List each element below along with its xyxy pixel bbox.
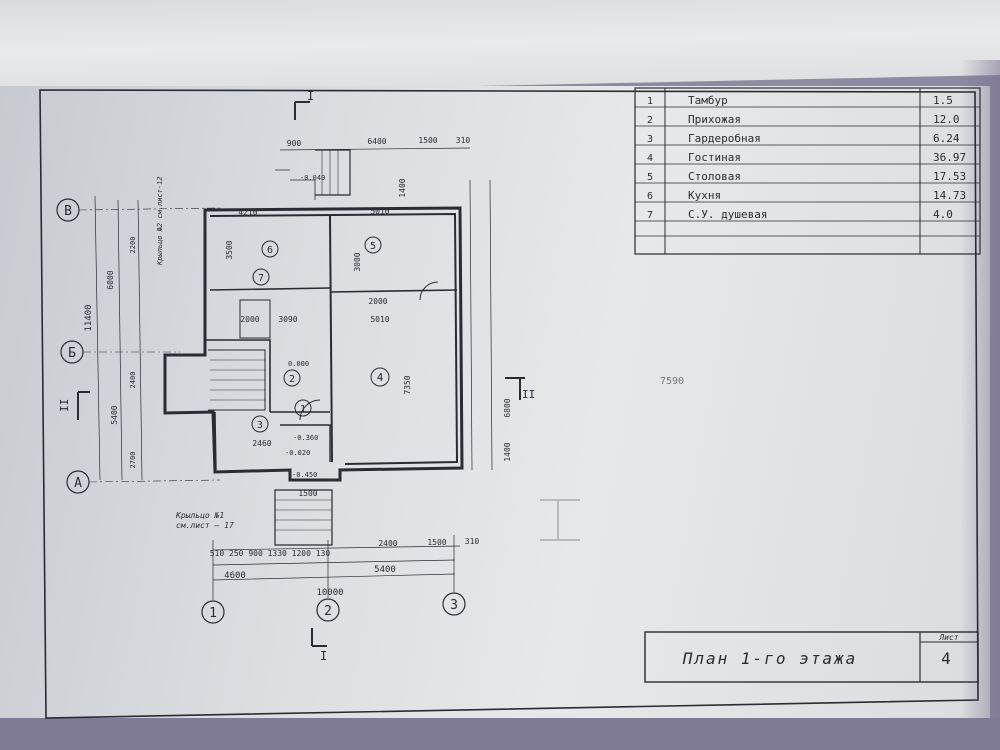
dim-inner-k: 2000 bbox=[240, 315, 259, 324]
dim-h-lower: 5400 bbox=[110, 405, 119, 424]
room-name: Гардеробная bbox=[688, 132, 761, 145]
rooms-table-border bbox=[634, 87, 981, 255]
level-b: 0.000 bbox=[288, 360, 309, 368]
room-name: Кухня bbox=[688, 189, 721, 202]
axis-letter-b: Б bbox=[68, 346, 76, 361]
room-area: 6.24 bbox=[933, 132, 960, 145]
sheet-label: Лист bbox=[938, 633, 958, 642]
room-name: Тамбур bbox=[688, 94, 728, 107]
title-block-border bbox=[644, 631, 979, 683]
dim-inner-a: 4210 bbox=[238, 208, 257, 217]
room-num: 7 bbox=[647, 210, 653, 221]
room-num: 2 bbox=[647, 115, 653, 126]
dim-total-width: 10000 bbox=[316, 588, 343, 598]
level-c: -0.020 bbox=[285, 449, 310, 457]
room-name: Гостиная bbox=[688, 151, 741, 164]
pencil-note: 7590 bbox=[660, 376, 684, 387]
dim-inner-e: 3000 bbox=[353, 252, 362, 271]
drawing-frame bbox=[39, 89, 979, 719]
axis-numbers: 1 2 3 bbox=[201, 592, 466, 624]
dim-width-right: 5400 bbox=[374, 565, 396, 575]
dim-inner-d: 3500 bbox=[225, 240, 234, 259]
dim-top-a: 900 bbox=[287, 139, 302, 148]
axis-letter-a: А bbox=[74, 476, 82, 491]
dim-inner-h: 2460 bbox=[252, 439, 271, 448]
dim-inner-i: 1500 bbox=[298, 489, 317, 498]
rooms-table: 1 Тамбур 1.5 2 Прихожая 12.0 3 Гардеробн… bbox=[634, 87, 981, 255]
room-label-4: 4 bbox=[377, 371, 384, 384]
dim-inner-l: 6800 bbox=[503, 398, 512, 417]
dim-inner-n: 1400 bbox=[398, 178, 407, 197]
dim-left-a: 2200 bbox=[129, 237, 137, 254]
room-area: 14.73 bbox=[933, 189, 966, 202]
axis-letters: В Б А bbox=[56, 198, 221, 494]
dim-inner-g: 2000 bbox=[368, 297, 387, 306]
title-block: План 1-го этажа Лист 4 bbox=[644, 631, 979, 683]
dim-top-b: 6400 bbox=[367, 137, 386, 146]
porch-ref: см.лист – 17 bbox=[176, 521, 234, 530]
room-area: 4.0 bbox=[933, 208, 953, 221]
room-label-5: 5 bbox=[370, 241, 376, 252]
room-label-7: 7 bbox=[258, 273, 264, 284]
pencil-mark bbox=[540, 499, 580, 541]
room-num: 3 bbox=[647, 134, 653, 145]
section-mark-top: I bbox=[307, 89, 314, 103]
room-num: 6 bbox=[647, 191, 653, 202]
dim-bottom-a: 2400 bbox=[378, 539, 397, 548]
axis-number-1: 1 bbox=[209, 606, 217, 621]
dim-width-left: 4600 bbox=[224, 571, 246, 581]
porch2-ref: Крыльцо №2 см.лист-12 bbox=[156, 176, 164, 266]
room-area: 36.97 bbox=[933, 151, 966, 164]
dimension-lines bbox=[94, 147, 493, 600]
section-mark-bottom: I bbox=[320, 649, 327, 663]
desk-surface bbox=[0, 718, 1000, 750]
room-label-3: 3 bbox=[257, 420, 263, 431]
room-name: С.У. душевая bbox=[688, 208, 767, 221]
porch-note: Крыльцо №1 bbox=[175, 511, 224, 520]
sheet-number: 4 bbox=[941, 649, 951, 668]
dim-inner-c: 5010 bbox=[370, 315, 389, 324]
dim-total-height: 11400 bbox=[84, 304, 94, 331]
room-name: Прихожая bbox=[688, 113, 741, 126]
dim-left-b: 2400 bbox=[129, 372, 137, 389]
room-area: 12.0 bbox=[933, 113, 960, 126]
dim-left-c: 2700 bbox=[129, 452, 137, 469]
notes: Крыльцо №1 см.лист – 17 Крыльцо №2 см.ли… bbox=[156, 176, 684, 541]
room-label-6: 6 bbox=[267, 245, 273, 256]
dim-inner-m: 1400 bbox=[503, 442, 512, 461]
floor-plan bbox=[163, 149, 464, 546]
room-name: Столовая bbox=[688, 170, 741, 183]
section-marks: I I II II bbox=[58, 89, 535, 663]
room-area: 17.53 bbox=[933, 170, 966, 183]
dim-bottom-c: 310 bbox=[465, 537, 480, 546]
dim-inner-b: 5010 bbox=[370, 207, 389, 216]
dimension-labels: 10000 4600 5400 2400 1500 310 510 250 90… bbox=[84, 136, 512, 598]
dim-top-c: 1500 bbox=[418, 136, 437, 145]
room-area: 1.5 bbox=[933, 94, 953, 107]
dim-bottom-row: 510 250 900 1330 1200 130 bbox=[210, 549, 331, 558]
sheet-title: План 1-го этажа bbox=[682, 649, 858, 668]
room-num: 5 bbox=[647, 172, 653, 183]
level-d: -0.450 bbox=[292, 471, 317, 479]
dim-inner-f: 7350 bbox=[403, 375, 412, 394]
dim-inner-j: 3090 bbox=[278, 315, 297, 324]
level-a: -0.040 bbox=[300, 174, 325, 182]
dim-top-d: 310 bbox=[456, 136, 471, 145]
dim-bottom-b: 1500 bbox=[427, 538, 446, 547]
axis-number-3: 3 bbox=[450, 598, 458, 613]
level-e: -0.360 bbox=[293, 434, 318, 442]
room-num: 4 bbox=[647, 153, 653, 164]
room-label-2: 2 bbox=[289, 374, 295, 385]
room-label-1: 1 bbox=[300, 404, 306, 415]
room-numbers: 1 2 3 4 5 6 7 bbox=[251, 236, 390, 433]
section-mark-right: II bbox=[522, 388, 535, 401]
room-num: 1 bbox=[647, 96, 653, 107]
axis-letter-v: В bbox=[64, 204, 72, 219]
section-mark-left: II bbox=[58, 399, 71, 412]
axis-number-2: 2 bbox=[324, 604, 332, 619]
dim-h-upper: 6000 bbox=[106, 270, 115, 289]
